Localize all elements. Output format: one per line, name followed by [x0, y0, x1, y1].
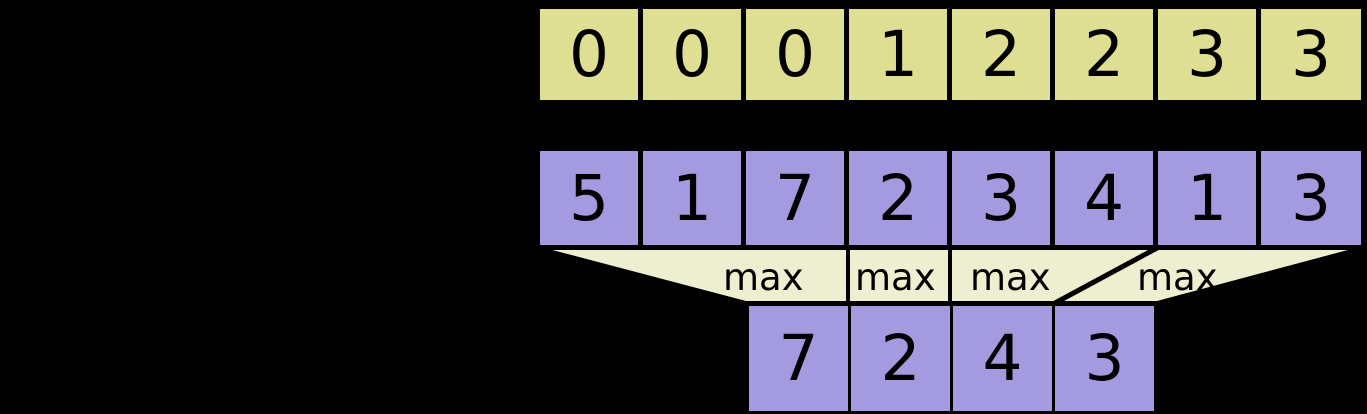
value-cell-3: 2 — [846, 148, 950, 248]
index-cell-6: 3 — [1155, 6, 1259, 103]
index-cell-4: 2 — [949, 6, 1053, 103]
output-cell-3: 3 — [1052, 303, 1157, 414]
output-cell-1: 2 — [848, 303, 953, 414]
value-cell-1: 1 — [640, 148, 744, 248]
output-cell-0: 7 — [746, 303, 851, 414]
index-cell-2: 0 — [743, 6, 847, 103]
index-cell-0: 0 — [537, 6, 641, 103]
output-cell-2: 4 — [950, 303, 1055, 414]
max-trapezoid-shape — [536, 246, 1364, 305]
value-cell-5: 4 — [1052, 148, 1156, 248]
index-cell-1: 0 — [640, 6, 744, 103]
max-label-3: max — [970, 256, 1051, 299]
value-cell-0: 5 — [537, 148, 641, 248]
index-cell-5: 2 — [1052, 6, 1156, 103]
value-cell-2: 7 — [743, 148, 847, 248]
index-cell-3: 1 — [846, 6, 950, 103]
max-label-4: max — [1137, 256, 1218, 299]
index-cell-7: 3 — [1258, 6, 1364, 103]
value-cell-6: 1 — [1155, 148, 1259, 248]
max-label-1: max — [723, 256, 804, 299]
value-cell-7: 3 — [1258, 148, 1364, 248]
value-cell-4: 3 — [949, 148, 1053, 248]
max-label-2: max — [855, 256, 936, 299]
